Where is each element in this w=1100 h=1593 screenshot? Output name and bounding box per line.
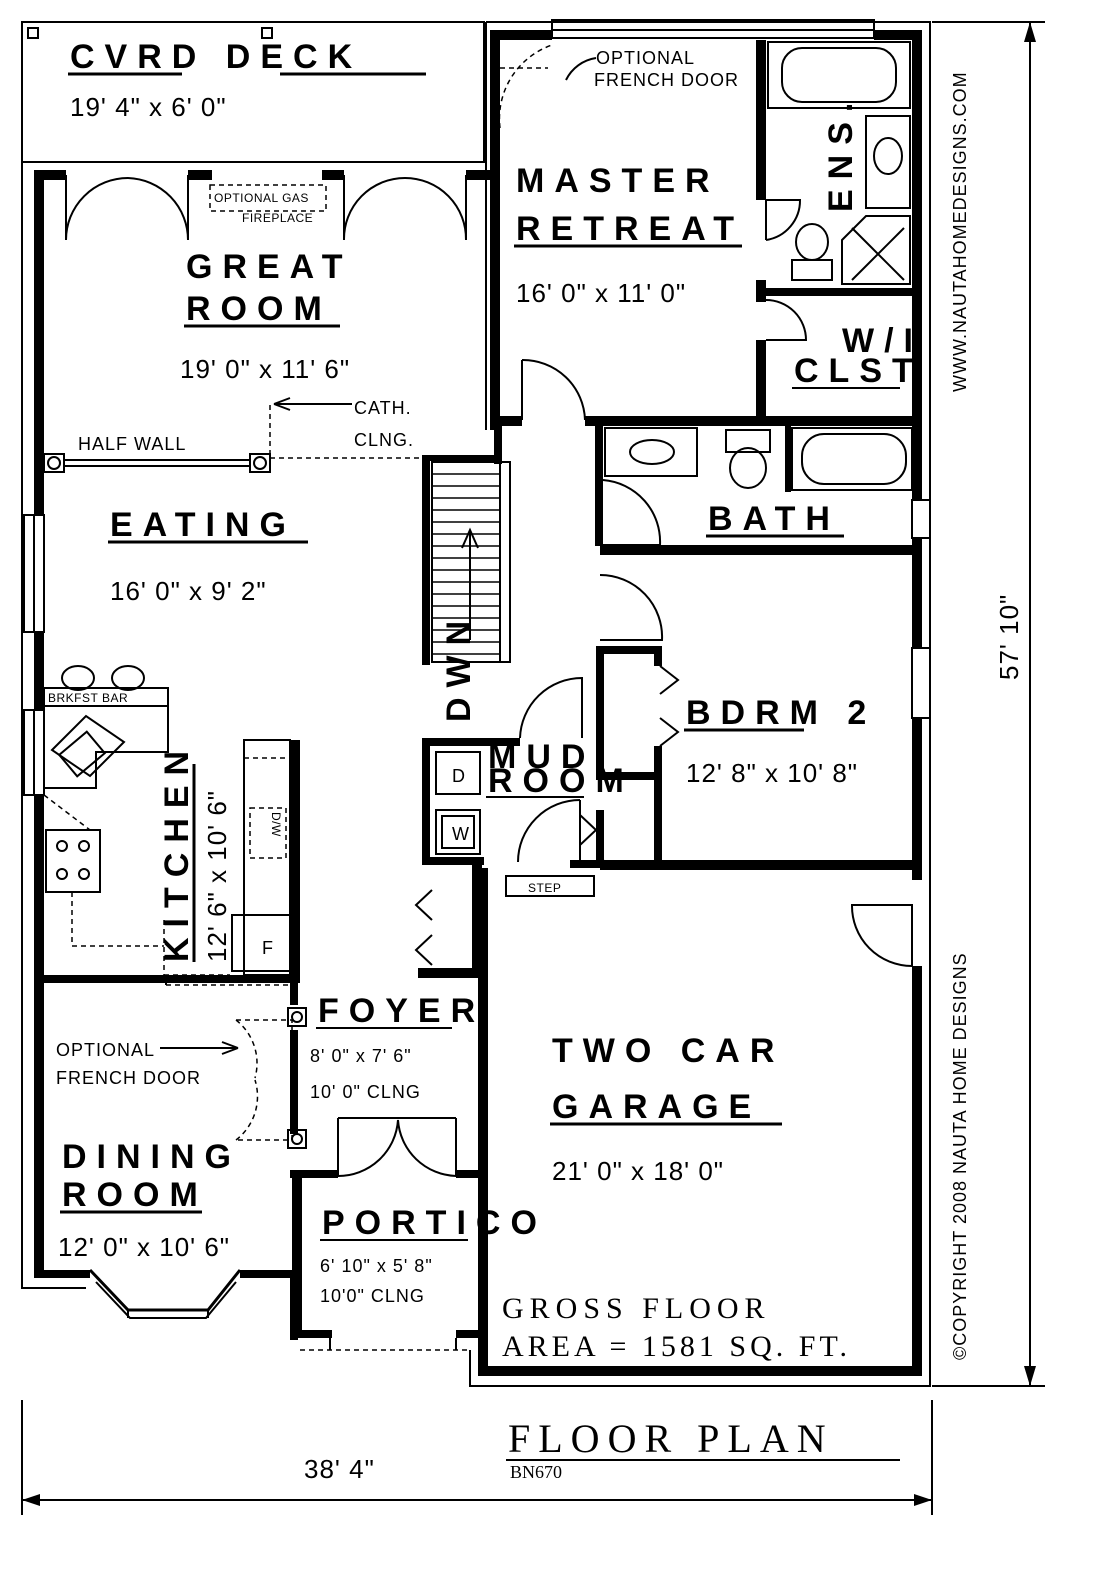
washer-label: W	[452, 824, 470, 844]
gross-area-line1: GROSS FLOOR	[502, 1292, 771, 1325]
optional-french-door-2: FRENCH DOOR	[594, 70, 739, 90]
garage-size: 21' 0" x 18' 0"	[552, 1156, 724, 1186]
dining-name-2: ROOM	[62, 1176, 208, 1214]
optional-french-door-dining-2: FRENCH DOOR	[56, 1068, 201, 1088]
master-size: 16' 0" x 11' 0"	[516, 278, 686, 308]
portico-name: PORTICO	[322, 1204, 547, 1242]
ensuite-name: ENS.	[822, 93, 860, 212]
great-room-name-1: GREAT	[186, 248, 352, 286]
deck-size: 19' 4" x 6' 0"	[70, 92, 227, 122]
fixtures	[43, 41, 913, 1149]
portico-ceiling: 10'0" CLNG	[320, 1286, 425, 1306]
width-dimension: 38' 4"	[304, 1454, 375, 1484]
portico-size: 6' 10" x 5' 8"	[320, 1256, 433, 1276]
great-room-size: 19' 0" x 11' 6"	[180, 354, 350, 384]
clng-label: CLNG.	[354, 430, 414, 450]
mud-room-name-1: MUD	[488, 738, 595, 776]
labels: CVRD DECK 19' 4" x 6' 0" GREAT ROOM 19' …	[48, 38, 1024, 1484]
stair-treads	[432, 473, 500, 655]
optional-french-door-1: OPTIONAL	[596, 48, 695, 68]
garage-name-2: GARAGE	[552, 1088, 761, 1126]
walkin-name-1: W/I	[842, 322, 923, 360]
plan-number: BN670	[510, 1462, 562, 1482]
cath-label: CATH.	[354, 398, 412, 418]
optional-gas-label: OPTIONAL GAS	[214, 191, 309, 205]
bedroom2-size: 12' 8" x 10' 8"	[686, 758, 858, 788]
fireplace-label: FIREPLACE	[242, 211, 313, 225]
stairs-down-label: DWN	[440, 611, 478, 722]
eating-size: 16' 0" x 9' 2"	[110, 576, 267, 606]
bath-name: BATH	[708, 500, 840, 538]
kitchen-size: 12' 6" x 10' 6"	[202, 790, 232, 962]
dishwasher-label: D/W	[269, 812, 283, 837]
bedroom2-name: BDRM 2	[686, 694, 876, 732]
doors	[65, 44, 913, 1178]
gross-area-line2: AREA = 1581 SQ. FT.	[502, 1330, 851, 1363]
great-room-name-2: ROOM	[186, 290, 332, 328]
walkin-name-2: CLST	[794, 352, 923, 390]
breakfast-bar-label: BRKFST BAR	[48, 691, 128, 705]
dimension-lines	[21, 21, 1045, 1515]
website-label: WWW.NAUTAHOMEDESIGNS.COM	[950, 71, 970, 392]
master-name-2: RETREAT	[516, 210, 744, 248]
covered-deck	[21, 21, 485, 163]
dining-name-1: DINING	[62, 1138, 241, 1176]
foyer-size: 8' 0" x 7' 6"	[310, 1046, 412, 1066]
copyright-label: ©COPYRIGHT 2008 NAUTA HOME DESIGNS	[950, 952, 970, 1360]
mud-room-name-2: ROOM	[488, 762, 634, 800]
half-wall-label: HALF WALL	[78, 434, 186, 454]
deck-name: CVRD DECK	[70, 38, 362, 76]
step-label: STEP	[528, 881, 561, 895]
wall-outline	[21, 21, 931, 1387]
depth-dimension: 57' 10"	[994, 594, 1024, 680]
foyer-name: FOYER	[318, 992, 485, 1030]
eating-name: EATING	[110, 506, 296, 544]
dryer-label: D	[452, 766, 466, 786]
floor-plan-title: FLOOR PLAN	[508, 1416, 834, 1461]
optional-french-door-dining-1: OPTIONAL	[56, 1040, 155, 1060]
foyer-ceiling: 10' 0" CLNG	[310, 1082, 421, 1102]
garage-name-1: TWO CAR	[552, 1032, 784, 1070]
walls	[34, 30, 922, 1376]
kitchen-name: KITCHEN	[158, 741, 196, 962]
fridge-label: F	[262, 938, 274, 958]
master-name-1: MASTER	[516, 162, 720, 200]
dining-size: 12' 0" x 10' 6"	[58, 1232, 230, 1262]
